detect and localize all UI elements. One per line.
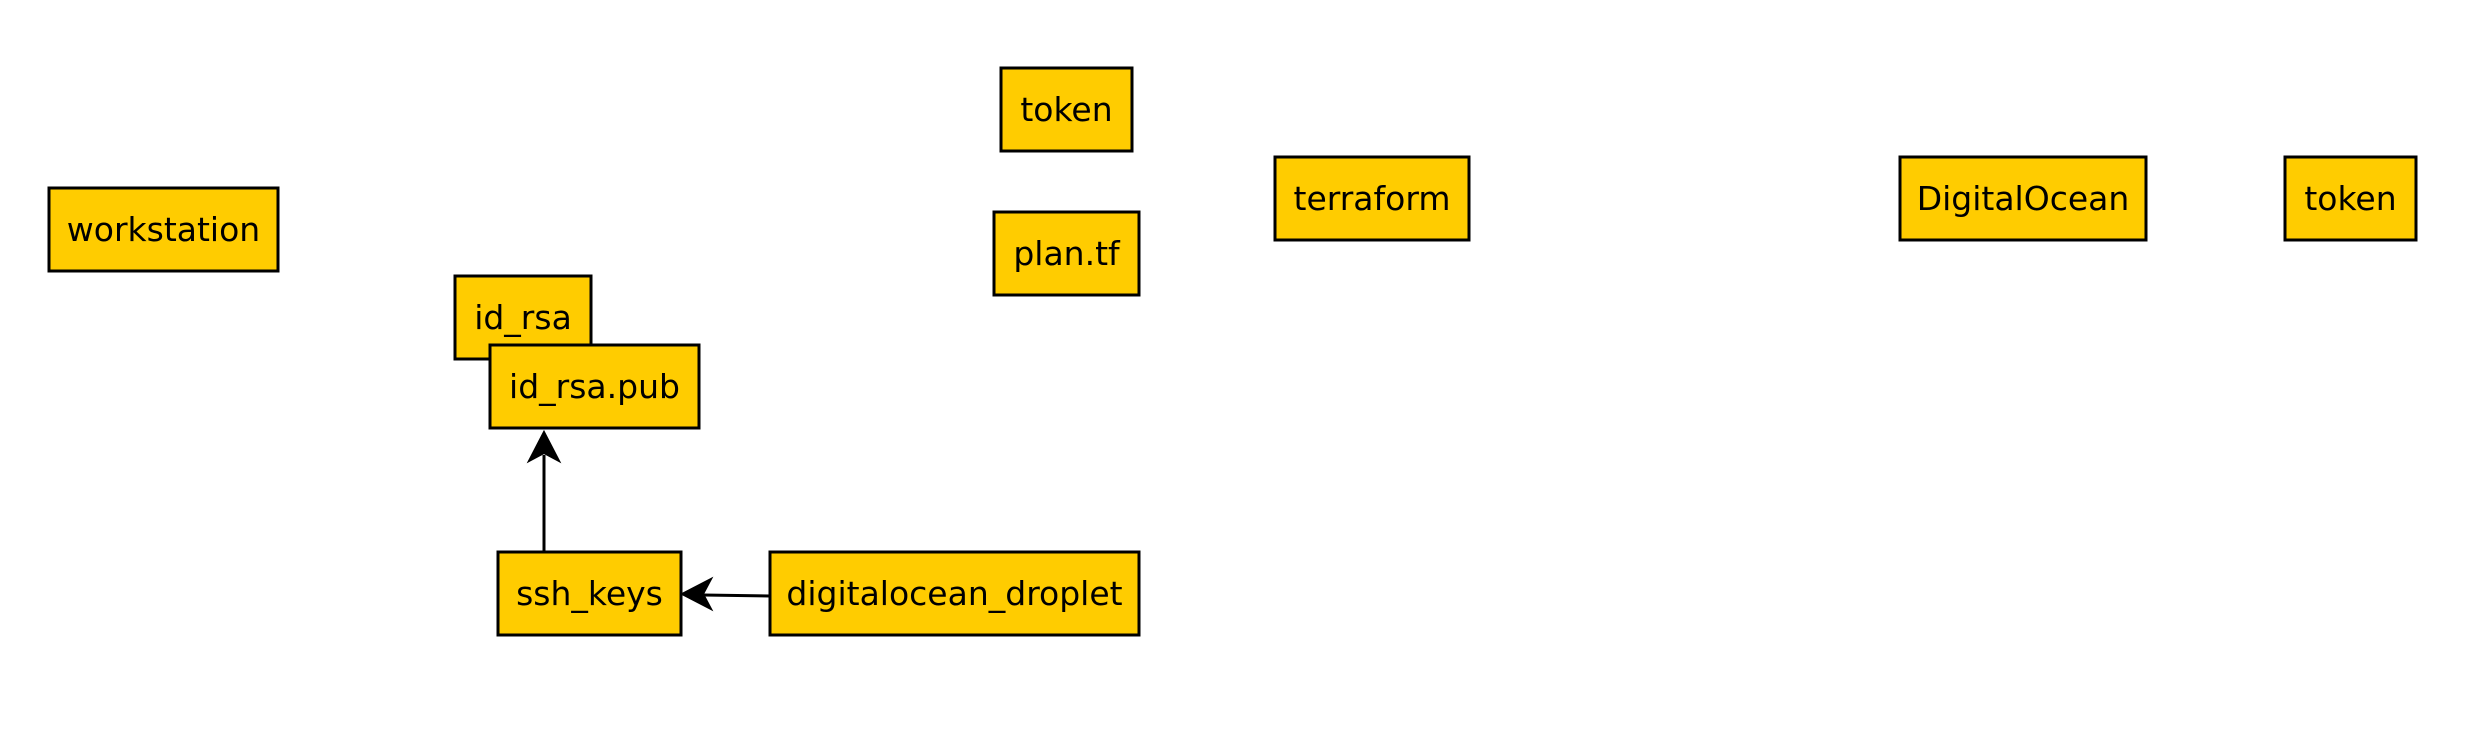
edge-droplet-to-ssh-keys bbox=[679, 576, 771, 612]
node-box bbox=[992, 210, 1141, 297]
node-box bbox=[2283, 155, 2418, 242]
node-box bbox=[1898, 155, 2148, 242]
node-box bbox=[47, 186, 280, 273]
node-box bbox=[999, 66, 1134, 153]
node-label: workstation bbox=[67, 210, 260, 249]
node-label: terraform bbox=[1294, 179, 1451, 218]
node-box bbox=[496, 550, 683, 637]
arrowhead-icon bbox=[526, 429, 562, 464]
node-label: token bbox=[1020, 90, 1112, 129]
node-label: digitalocean_droplet bbox=[786, 574, 1122, 613]
node-label: token bbox=[2304, 179, 2396, 218]
node-label: plan.tf bbox=[1013, 234, 1121, 273]
node-digitalocean[interactable]: DigitalOcean bbox=[1898, 155, 2148, 242]
node-label: ssh_keys bbox=[516, 574, 663, 613]
node-ssh-keys[interactable]: ssh_keys bbox=[496, 550, 683, 637]
arrowhead-icon bbox=[679, 576, 714, 612]
node-token-top[interactable]: token bbox=[999, 66, 1134, 153]
node-digitalocean-droplet[interactable]: digitalocean_droplet bbox=[768, 550, 1141, 637]
node-terraform[interactable]: terraform bbox=[1273, 155, 1471, 242]
node-plan-tf[interactable]: plan.tf bbox=[992, 210, 1141, 297]
node-label: DigitalOcean bbox=[1917, 179, 2130, 218]
node-token-right[interactable]: token bbox=[2283, 155, 2418, 242]
node-label: id_rsa.pub bbox=[509, 367, 680, 406]
edge-ssh-keys-to-id-rsa-pub bbox=[526, 429, 562, 555]
node-box bbox=[488, 343, 701, 430]
node-label: id_rsa bbox=[474, 298, 572, 337]
edge-line bbox=[702, 593, 771, 598]
node-id-rsa-pub[interactable]: id_rsa.pub bbox=[488, 343, 701, 430]
node-workstation[interactable]: workstation bbox=[47, 186, 280, 273]
node-box bbox=[768, 550, 1141, 637]
node-box bbox=[1273, 155, 1471, 242]
